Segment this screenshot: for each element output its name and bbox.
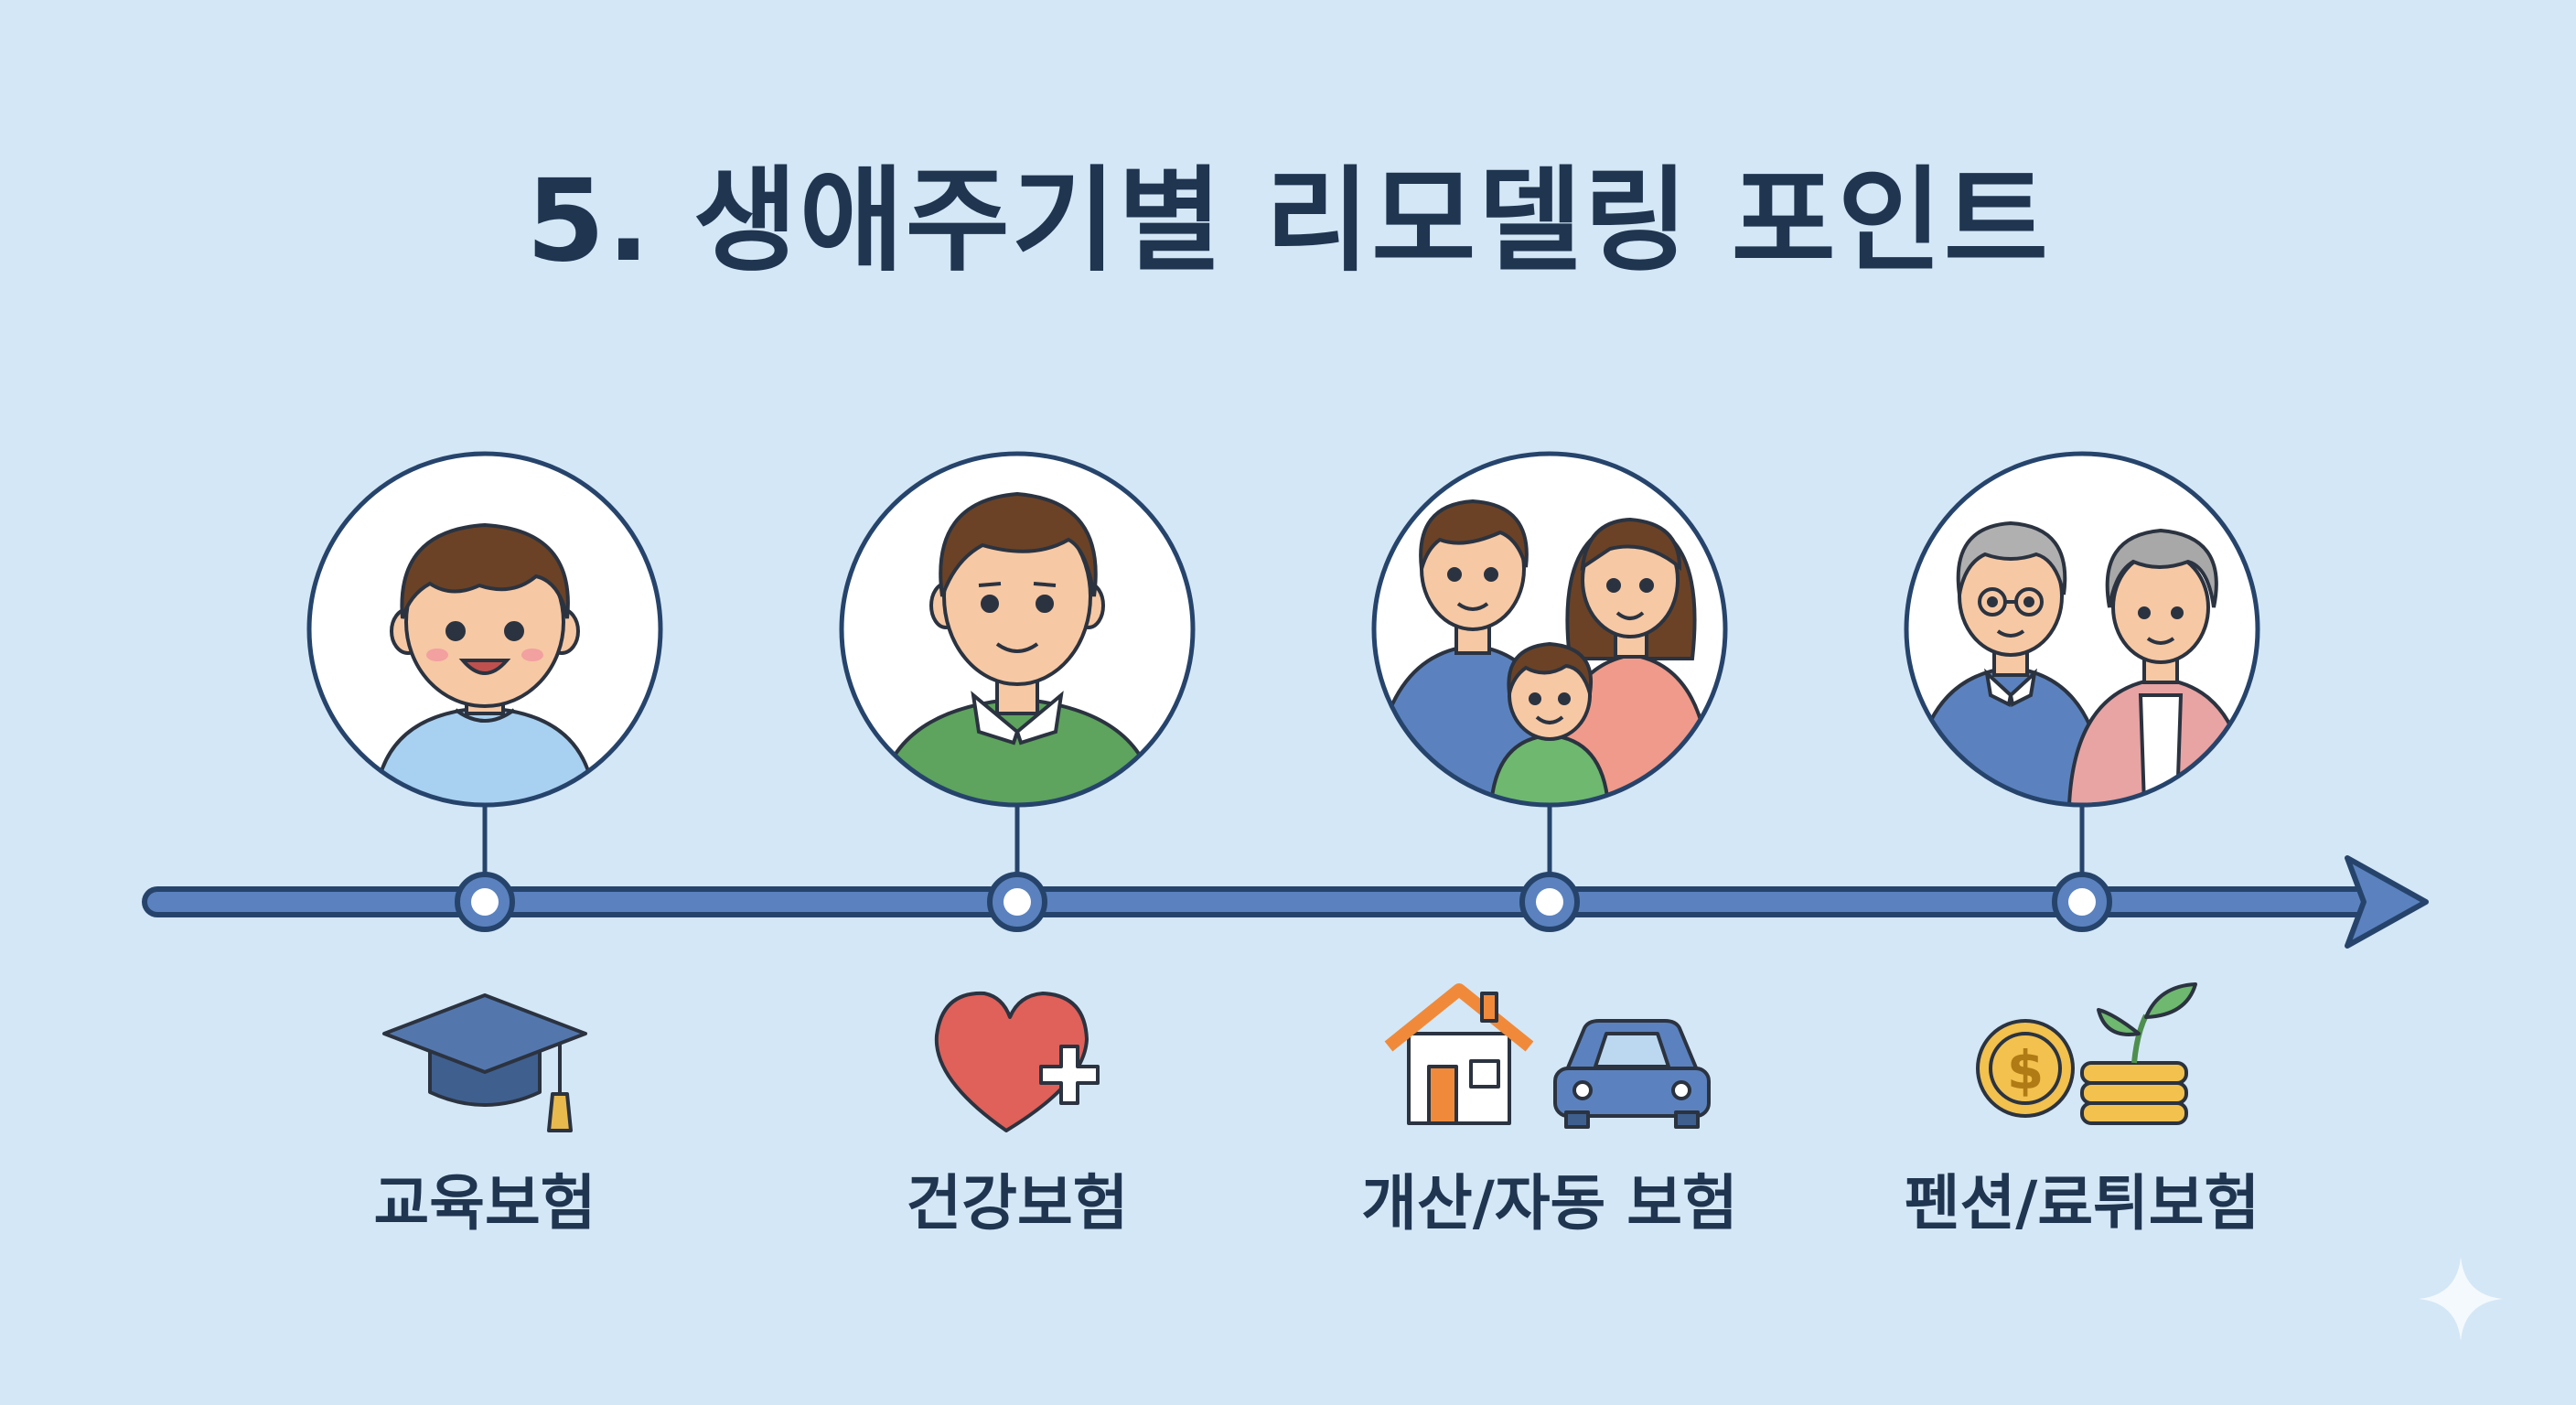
coins-sprout-icon: $ — [1976, 982, 2197, 1125]
heart-plus-icon — [934, 991, 1100, 1132]
stage-label-pension: 펜션/료튀보험 — [1904, 1168, 2260, 1239]
connector-2 — [987, 805, 1047, 932]
sparkle-icon — [2419, 1257, 2503, 1341]
house-car-icon — [1384, 983, 1711, 1129]
stage-label-health: 건강보험 — [906, 1168, 1129, 1239]
connector-3 — [1519, 805, 1580, 932]
page-title: 5. 생애주기별 리모델링 포인트 — [526, 156, 2050, 287]
stage-label-education: 교육보험 — [373, 1168, 596, 1239]
graduation-cap-icon — [382, 993, 587, 1132]
elderly-couple-portrait — [1904, 451, 2260, 808]
svg-text:$: $ — [2007, 1039, 2044, 1101]
timeline-arrow — [142, 855, 2429, 949]
connector-1 — [455, 805, 515, 932]
child-portrait — [306, 451, 663, 808]
young-adult-portrait — [839, 451, 1196, 808]
family-portrait — [1371, 451, 1728, 808]
stage-label-property-auto: 개산/자동 보험 — [1361, 1168, 1738, 1239]
connector-4 — [2052, 805, 2112, 932]
